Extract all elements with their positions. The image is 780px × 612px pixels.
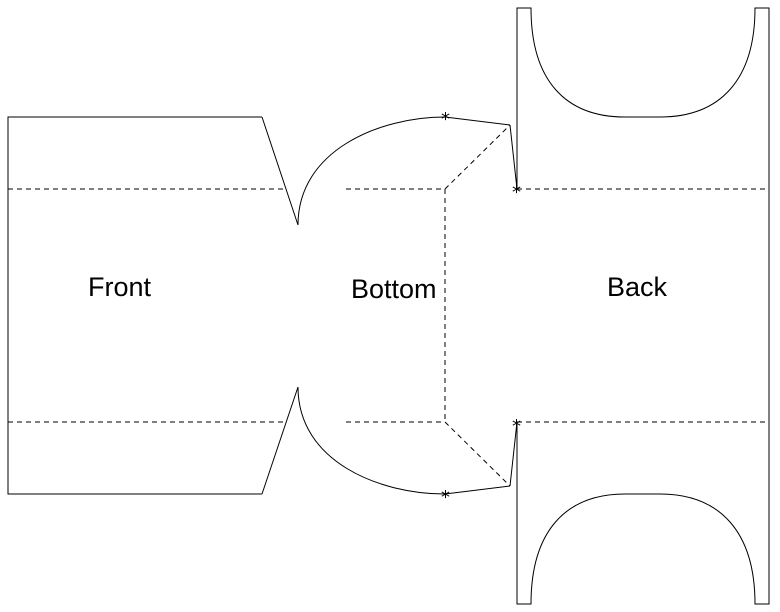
back-label: Back xyxy=(607,272,668,302)
alignment-marker-top-left: * xyxy=(441,109,450,130)
bottom-flap-top-curve xyxy=(297,116,511,226)
bottom-label: Bottom xyxy=(351,274,437,304)
front-notch-top-edge xyxy=(261,116,299,226)
back-top-tab-outline xyxy=(516,7,770,189)
front-panel-outline xyxy=(7,116,262,495)
fold-diagonal-bottom xyxy=(444,421,511,487)
front-label: Front xyxy=(88,272,152,302)
alignment-marker-top-right: * xyxy=(512,182,521,203)
back-bottom-tab-outline xyxy=(516,422,770,605)
alignment-marker-bottom-left: * xyxy=(441,487,450,508)
bottom-flap-top-tab xyxy=(509,124,518,190)
alignment-marker-bottom-right: * xyxy=(512,416,521,437)
fold-diagonal-top xyxy=(444,124,511,190)
bottom-flap-bottom-tab xyxy=(509,421,518,487)
front-notch-bottom-edge xyxy=(261,386,299,495)
bottom-flap-bottom-curve xyxy=(297,386,511,495)
